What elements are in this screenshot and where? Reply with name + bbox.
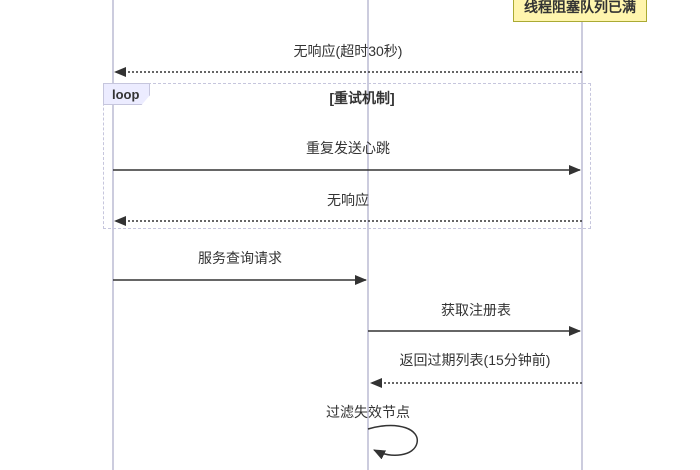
message-label-filter-nodes: 过滤失效节点 (326, 404, 410, 420)
note-text: 线程阻塞队列已满 (524, 0, 636, 15)
arrow-self-filter-nodes (367, 424, 418, 460)
note-box: 线程阻塞队列已满 (513, 0, 647, 22)
message-label-get-registry: 获取注册表 (441, 302, 511, 318)
message-label-resend-heartbeat: 重复发送心跳 (306, 140, 390, 156)
lifeline-middle (367, 0, 369, 470)
message-label-timeout: 无响应(超时30秒) (293, 43, 403, 59)
loop-keyword-label: loop (103, 83, 150, 105)
message-label-no-response: 无响应 (327, 192, 369, 208)
loop-frame (103, 83, 591, 229)
loop-title: [重试机制] (329, 90, 395, 106)
lifeline-right (581, 0, 583, 470)
message-label-return-expired: 返回过期列表(15分钟前) (399, 352, 551, 368)
lifeline-left (112, 0, 114, 470)
message-label-service-query: 服务查询请求 (198, 250, 282, 266)
